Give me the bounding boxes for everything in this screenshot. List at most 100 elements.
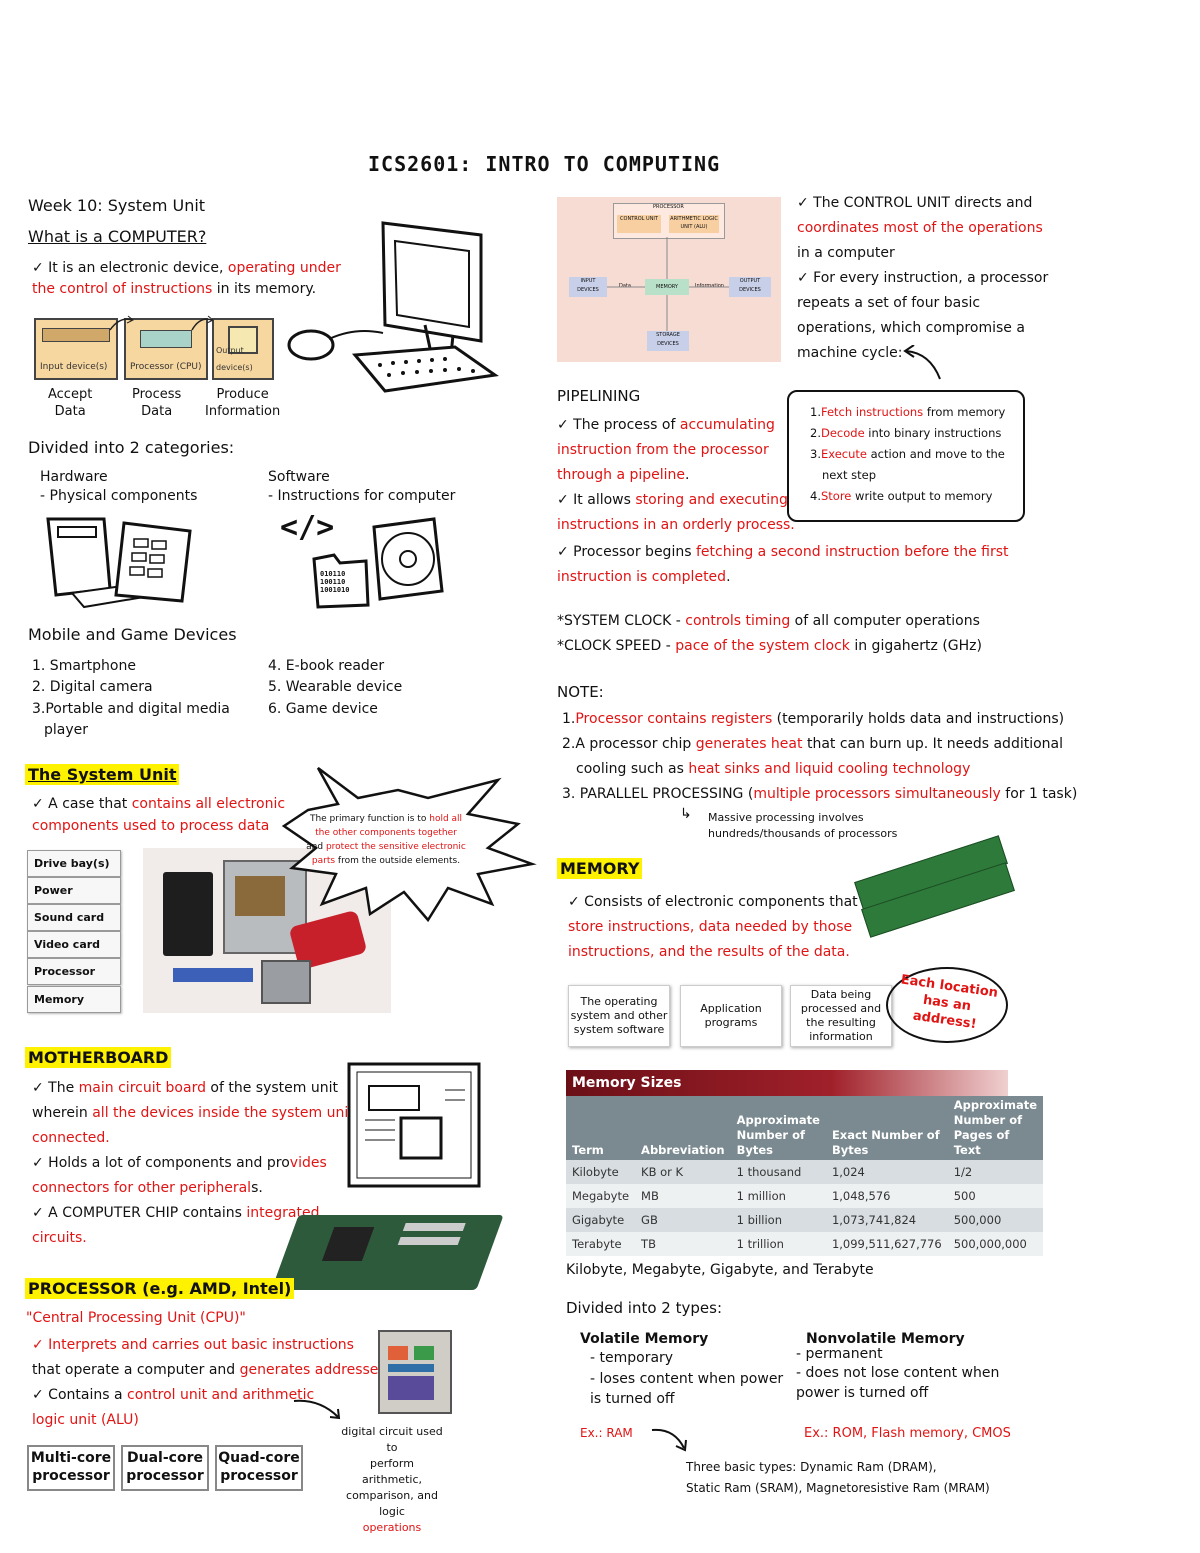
mobile-item: player xyxy=(44,722,89,738)
arrow-icon xyxy=(293,1399,341,1420)
mb-line: ✓ A COMPUTER CHIP contains integrated xyxy=(32,1205,320,1221)
mb-line: ✓ The main circuit board of the system u… xyxy=(32,1080,338,1096)
multi-core-box: Multi-core processor xyxy=(27,1445,115,1491)
cu-line: in a computer xyxy=(797,245,895,261)
table-header: Exact Number of Bytes xyxy=(825,1096,948,1160)
week-heading: Week 10: System Unit xyxy=(28,196,206,215)
table-header: Approximate Number of Pages of Text xyxy=(947,1096,1044,1160)
nonvolatile-heading: Nonvolatile Memory xyxy=(806,1331,965,1347)
mobile-item: 1. Smartphone xyxy=(32,658,136,674)
arrow-icon xyxy=(651,1428,687,1452)
software-desc: - Instructions for computer xyxy=(268,488,456,504)
nonvolatile-line: - does not lose content when xyxy=(796,1365,1000,1381)
output-device-illustration: Output device(s) xyxy=(212,318,274,380)
system-unit-text-1: ✓ A case that contains all electronic xyxy=(32,796,286,812)
volatile-line: - loses content when power xyxy=(590,1371,784,1387)
proc-line: logic unit (ALU) xyxy=(32,1412,139,1428)
pipelining-heading: PIPELINING xyxy=(557,387,641,405)
processor-heading: PROCESSOR (e.g. AMD, Intel) xyxy=(25,1276,295,1301)
processor-label: Processor (CPU) xyxy=(130,362,202,372)
diag-memory: MEMORY xyxy=(645,279,689,295)
memory-box: Application programs xyxy=(680,985,782,1047)
memory-sizes-table: Term Abbreviation Approximate Number of … xyxy=(566,1096,1044,1256)
mb-line: connectors for other peripherals. xyxy=(32,1180,263,1196)
hardware-label: Hardware xyxy=(40,469,108,485)
size-names: Kilobyte, Megabyte, Gigabyte, and Teraby… xyxy=(566,1262,874,1278)
mobile-item: 6. Game device xyxy=(268,701,378,717)
what-text-1: ✓ It is an electronic device, operating … xyxy=(32,260,341,276)
note-heading: NOTE: xyxy=(557,683,604,701)
diagram-arrows-icon xyxy=(607,237,729,331)
hardware-sketch-icon xyxy=(46,517,192,609)
mobile-item: 4. E-book reader xyxy=(268,658,385,674)
motherboard-sketch-icon xyxy=(347,1062,481,1188)
hardware-desc: - Physical components xyxy=(40,488,198,504)
note-line: 1.Processor contains registers (temporar… xyxy=(562,711,1065,727)
what-text-2: the control of instructions in its memor… xyxy=(32,281,317,297)
bubble-text: The primary function is to hold all the … xyxy=(306,814,466,866)
curved-arrow-icon xyxy=(903,345,941,380)
pipe-line: through a pipeline. xyxy=(557,467,690,483)
memory-box: The operating system and other system so… xyxy=(568,985,670,1047)
machine-cycle-steps: 1.Fetch instructions from memory 2.Decod… xyxy=(810,405,1006,503)
speech-bubble-icon xyxy=(281,767,537,923)
mem-line: instructions, and the results of the dat… xyxy=(568,944,850,960)
quad-core-box: Quad-core processor xyxy=(215,1445,303,1491)
diag-output: OUTPUT DEVICES xyxy=(729,277,771,297)
binary-text: 010110 100110 1001010 xyxy=(320,570,350,594)
mobile-heading: Mobile and Game Devices xyxy=(28,625,237,644)
flow-arrows-icon xyxy=(109,315,214,331)
component-box: Processor xyxy=(27,958,121,985)
nonvolatile-line: power is turned off xyxy=(796,1385,929,1401)
software-label: Software xyxy=(268,469,330,485)
cu-line: coordinates most of the operations xyxy=(797,220,1043,236)
pipe-line: instructions in an orderly process. xyxy=(557,517,795,533)
mb-line: ✓ Holds a lot of components and provides xyxy=(32,1155,327,1171)
note-line: cooling such as heat sinks and liquid co… xyxy=(576,761,971,777)
what-heading: What is a COMPUTER? xyxy=(28,227,207,246)
mobile-item: 2. Digital camera xyxy=(32,679,153,695)
component-box: Sound card xyxy=(27,904,121,931)
pipe-line: ✓ It allows storing and executing xyxy=(557,492,788,508)
machine-cycle-box xyxy=(787,390,1025,522)
mb-line: wherein all the devices inside the syste… xyxy=(32,1105,354,1121)
pipe-line: instruction from the processor xyxy=(557,442,769,458)
mem-line: ✓ Consists of electronic components that xyxy=(568,894,858,910)
mobile-item: 5. Wearable device xyxy=(268,679,403,695)
volatile-line: - temporary xyxy=(590,1350,674,1366)
diag-data: Data xyxy=(619,283,631,289)
code-icon: </> xyxy=(280,510,335,545)
diag-information: Information xyxy=(695,283,724,289)
memory-sizes-header: Memory Sizes xyxy=(566,1070,1008,1096)
nonvolatile-line: - permanent xyxy=(796,1346,883,1362)
proc-line: ✓ Interprets and carries out basic instr… xyxy=(32,1337,354,1353)
page-title: ICS2601: INTRO TO COMPUTING xyxy=(368,152,721,176)
component-box: Video card xyxy=(27,931,121,958)
system-unit-heading: The System Unit xyxy=(25,762,180,787)
note-line: 2.A processor chip generates heat that c… xyxy=(562,736,1064,752)
output-label: Output device(s) xyxy=(216,346,253,372)
types-heading: Divided into 2 types: xyxy=(566,1299,722,1317)
diag-alu: ARITHMETIC LOGIC UNIT (ALU) xyxy=(669,215,719,233)
table-header: Approximate Number of Bytes xyxy=(730,1096,826,1160)
volatile-heading: Volatile Memory xyxy=(580,1331,709,1347)
memory-heading: MEMORY xyxy=(557,856,643,881)
cu-line: machine cycle: xyxy=(797,345,903,361)
note-line: 3. PARALLEL PROCESSING (multiple process… xyxy=(562,786,1078,802)
produce-info-label: Produce Information xyxy=(205,387,281,419)
proc-line: that operate a computer and generates ad… xyxy=(32,1362,386,1378)
cu-line: ✓ For every instruction, a processor xyxy=(797,270,1049,286)
component-box: Power supply xyxy=(27,877,121,916)
proc-line: ✓ Contains a control unit and arithmetic xyxy=(32,1387,315,1403)
motherboard-photo xyxy=(271,1215,504,1290)
cu-line: repeats a set of four basic xyxy=(797,295,981,311)
clock-speed-line: *CLOCK SPEED - pace of the system clock … xyxy=(557,638,982,654)
cu-line: ✓ The CONTROL UNIT directs and xyxy=(797,195,1033,211)
processor-diagram: PROCESSOR CONTROL UNIT ARITHMETIC LOGIC … xyxy=(557,197,781,362)
system-clock-line: *SYSTEM CLOCK - controls timing of all c… xyxy=(557,613,980,629)
